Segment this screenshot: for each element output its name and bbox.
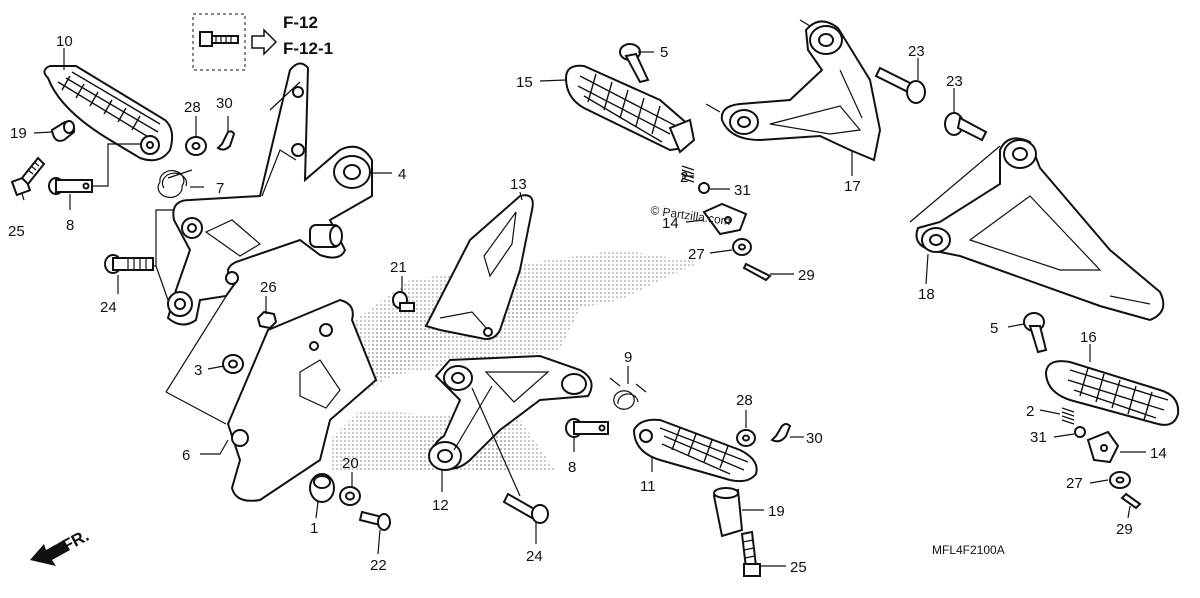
callout-16[interactable]: 16 — [1080, 329, 1097, 346]
callout-7[interactable]: 7 — [216, 180, 224, 197]
callout-3[interactable]: 3 — [194, 362, 202, 379]
pin-8a — [48, 177, 93, 195]
callout-9[interactable]: 9 — [624, 349, 632, 366]
callout-27[interactable]: 27 — [1066, 475, 1083, 492]
pin-5a — [619, 43, 650, 84]
callout-28[interactable]: 28 — [184, 99, 201, 116]
step-bracket-4 — [166, 62, 373, 326]
callout-25[interactable]: 25 — [8, 223, 25, 240]
pin-5b — [1023, 312, 1048, 354]
callout-31[interactable]: 31 — [734, 182, 751, 199]
plate-14b — [1086, 430, 1120, 464]
callout-14[interactable]: 14 — [662, 215, 679, 232]
cotter-pin-30b — [770, 423, 792, 443]
heel-guard-6 — [226, 298, 378, 502]
callout-31[interactable]: 31 — [1030, 429, 1047, 446]
bolt-24a — [104, 254, 154, 274]
callout-5[interactable]: 5 — [660, 44, 668, 61]
callout-27[interactable]: 27 — [688, 246, 705, 263]
bolt-22 — [358, 510, 391, 531]
callout-21[interactable]: 21 — [390, 259, 407, 276]
callout-10[interactable]: 10 — [56, 33, 73, 50]
callout-2[interactable]: 2 — [1026, 403, 1034, 420]
diagram-code: MFL4F2100A — [932, 543, 1005, 557]
callout-30[interactable]: 30 — [216, 95, 233, 112]
plate-14a — [702, 202, 748, 236]
callout-23[interactable]: 23 — [946, 73, 963, 90]
callout-20[interactable]: 20 — [342, 455, 359, 472]
ball-31a — [698, 182, 710, 194]
reference-line-1[interactable]: F-12 — [283, 13, 318, 32]
front-direction-indicator: FR. — [30, 526, 92, 566]
callout-8[interactable]: 8 — [66, 217, 74, 234]
callout-18[interactable]: 18 — [918, 286, 935, 303]
leader-lines — [21, 19, 1146, 567]
callout-8[interactable]: 8 — [568, 459, 576, 476]
washer-28a — [185, 136, 207, 156]
callout-29[interactable]: 29 — [798, 267, 815, 284]
callout-15[interactable]: 15 — [516, 74, 533, 91]
reference-line-2[interactable]: F-12-1 — [283, 39, 333, 58]
callout-25[interactable]: 25 — [790, 559, 807, 576]
callout-12[interactable]: 12 — [432, 497, 449, 514]
nut-26 — [256, 310, 278, 330]
callout-19[interactable]: 19 — [10, 125, 27, 142]
callout-30[interactable]: 30 — [806, 430, 823, 447]
callout-11[interactable]: 11 — [640, 478, 656, 495]
callout-22[interactable]: 22 — [370, 557, 387, 574]
cotter-pin-29b — [1120, 492, 1142, 510]
bolt-25a — [10, 156, 46, 197]
nut-3 — [222, 354, 244, 374]
callout-6[interactable]: 6 — [182, 447, 190, 464]
reference-bolt-icon — [199, 31, 239, 47]
bolt-23a — [874, 66, 926, 104]
callout-28[interactable]: 28 — [736, 392, 753, 409]
collar-19b — [712, 487, 744, 538]
cotter-pin-30a — [216, 130, 236, 151]
heel-guard-13 — [424, 194, 534, 340]
callout-24[interactable]: 24 — [526, 548, 543, 565]
spring-2a — [681, 165, 695, 183]
spring-7 — [157, 169, 193, 198]
callout-1[interactable]: 1 — [310, 520, 318, 537]
step-bracket-17 — [720, 20, 882, 162]
step-bracket-18 — [915, 137, 1165, 322]
footpeg-11 — [632, 418, 758, 483]
bolt-24b — [502, 492, 549, 524]
callout-17[interactable]: 17 — [844, 178, 861, 195]
callout-labels: 10 19 25 8 28 30 7 4 24 26 3 6 1 20 22 2… — [8, 33, 1167, 576]
front-arrow-icon — [30, 540, 70, 566]
outline-arrow-icon — [251, 28, 278, 56]
callout-19[interactable]: 19 — [768, 503, 785, 520]
bolt-25b — [740, 530, 761, 577]
collar-20 — [339, 486, 361, 506]
cotter-pin-29a — [742, 262, 772, 282]
callout-4[interactable]: 4 — [398, 166, 406, 183]
step-bracket-12 — [428, 354, 593, 471]
washer-28b — [736, 429, 756, 447]
washer-27a — [732, 238, 752, 256]
collar-19a — [50, 120, 76, 142]
reference-box: F-12 F-12-1 — [192, 13, 333, 71]
pin-8b — [565, 418, 609, 438]
callout-13[interactable]: 13 — [510, 176, 527, 193]
callout-2[interactable]: 2 — [680, 169, 688, 186]
bolt-23b — [944, 112, 988, 142]
footpeg-16 — [1044, 360, 1180, 426]
callout-14[interactable]: 14 — [1150, 445, 1167, 462]
ball-31b — [1074, 426, 1086, 438]
callout-24[interactable]: 24 — [100, 299, 117, 316]
bolt-21 — [392, 291, 415, 312]
grommet-1 — [309, 473, 335, 503]
spring-2b — [1061, 407, 1075, 425]
footpeg-10 — [43, 65, 174, 162]
spring-9 — [609, 377, 647, 410]
callout-5[interactable]: 5 — [990, 320, 998, 337]
callout-23[interactable]: 23 — [908, 43, 925, 60]
callout-29[interactable]: 29 — [1116, 521, 1133, 538]
footpeg-15 — [564, 64, 696, 154]
washer-27b — [1109, 471, 1131, 489]
callout-26[interactable]: 26 — [260, 279, 277, 296]
